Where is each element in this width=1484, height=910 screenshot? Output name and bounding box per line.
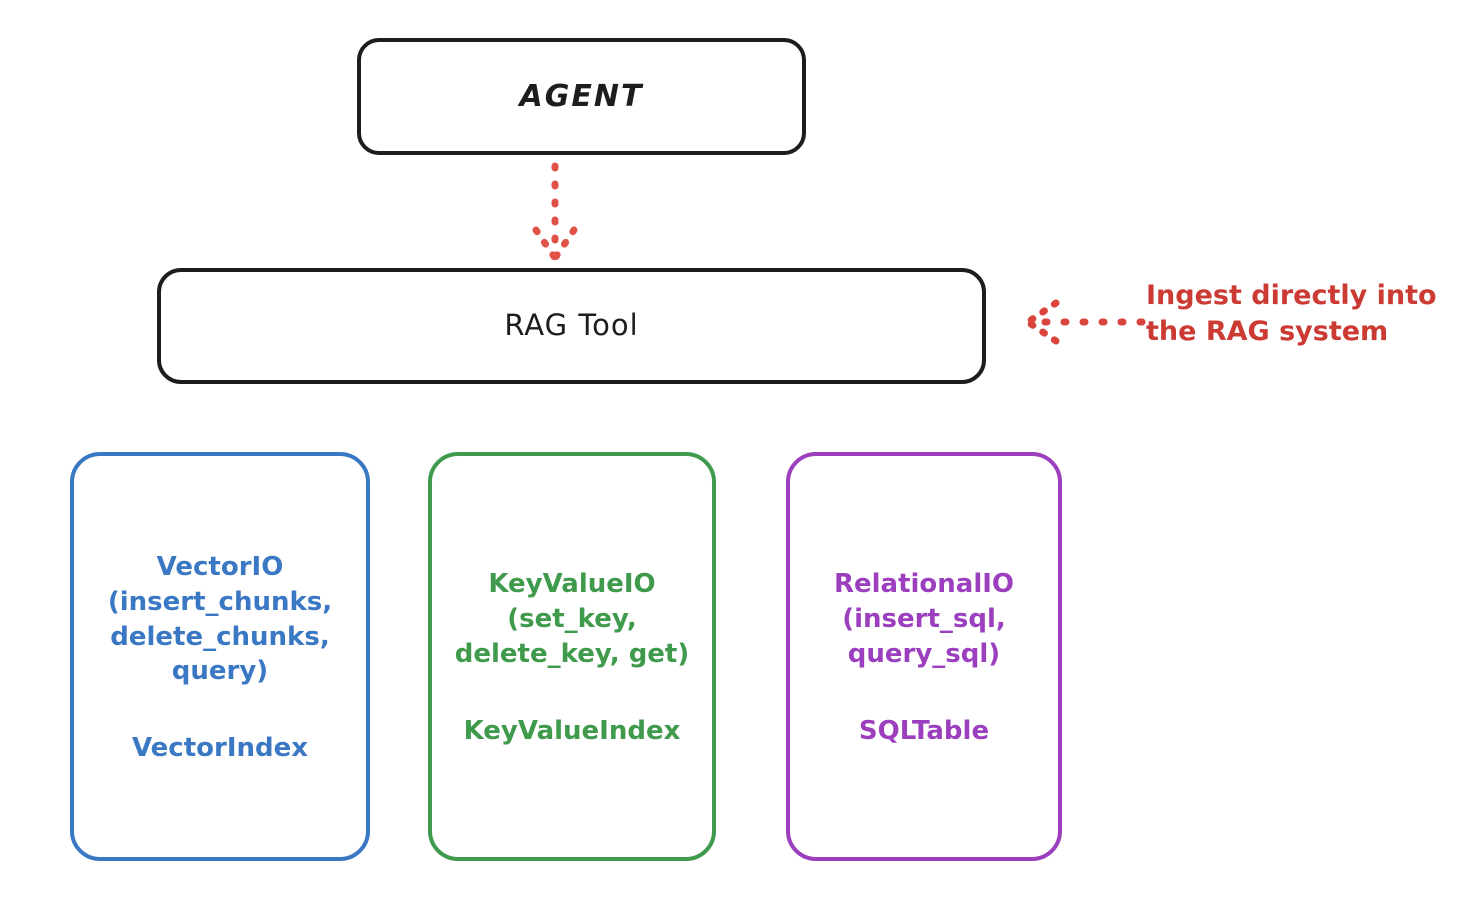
agent-node-label: AGENT <box>519 79 644 114</box>
key-value-io-label: KeyValueIO (set_key, delete_key, get) <box>454 569 690 669</box>
key-value-io-node[interactable]: KeyValueIO (set_key, delete_key, get) Ke… <box>428 452 716 861</box>
relational-io-label: RelationalIO (insert_sql, query_sql) <box>833 569 1015 669</box>
rag-tool-node-label: RAG Tool <box>504 308 639 343</box>
vector-io-node[interactable]: VectorIO (insert_chunks, delete_chunks, … <box>70 452 370 861</box>
relational-io-node[interactable]: RelationalIO (insert_sql, query_sql) SQL… <box>786 452 1062 861</box>
sql-table-label: SQLTable <box>858 715 990 746</box>
vector-io-label: VectorIO (insert_chunks, delete_chunks, … <box>107 551 333 687</box>
ingest-annotation-text: Ingest directly into the RAG system <box>1146 280 1437 347</box>
agent-node[interactable]: AGENT <box>357 38 806 155</box>
key-value-index-label: KeyValueIndex <box>463 715 681 746</box>
vector-index-label: VectorIndex <box>131 733 309 764</box>
rag-tool-node[interactable]: RAG Tool <box>157 268 986 384</box>
ingest-annotation-arrow <box>1024 299 1146 345</box>
agent-to-rag-tool-arrow <box>532 162 578 262</box>
